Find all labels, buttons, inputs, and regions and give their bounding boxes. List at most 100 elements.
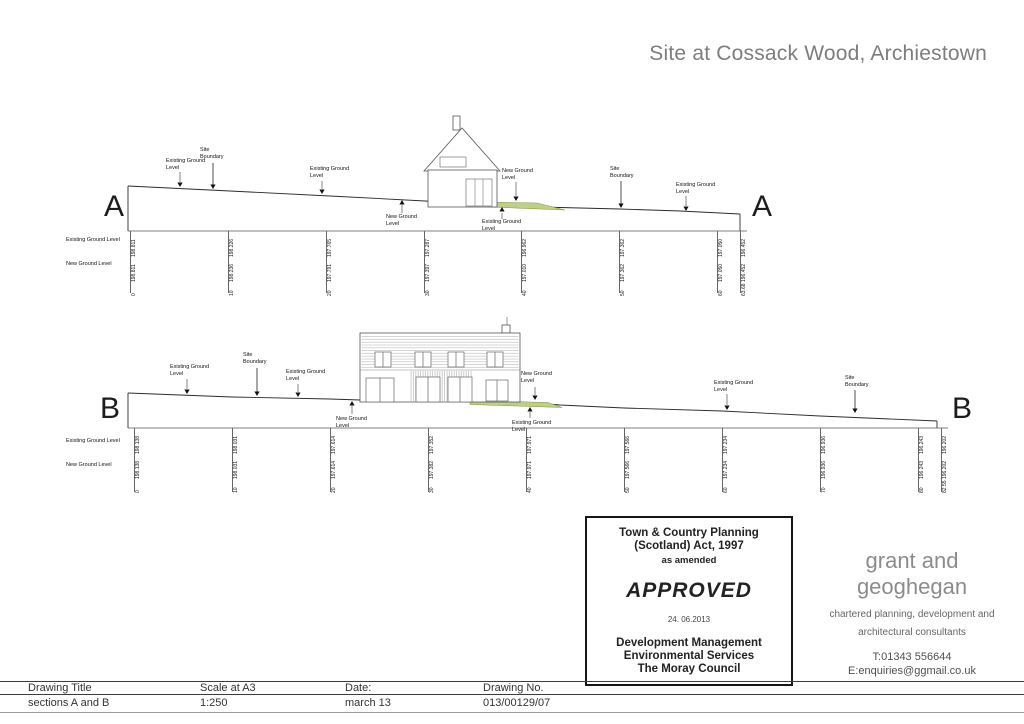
row-label-existing-ground: Existing Ground Level xyxy=(66,237,120,243)
existing-level-value: 196.202 xyxy=(942,435,948,454)
chainage-value: 40 xyxy=(522,290,528,296)
chainage-value: 30 xyxy=(429,487,435,493)
new-level-value: 198.811 xyxy=(131,264,137,282)
annotation-existing-ground: Existing Ground Level xyxy=(482,219,522,232)
section-a-letter-right: A xyxy=(752,190,773,223)
footer-bottom-rule xyxy=(0,712,1024,713)
existing-level-value: 197.614 xyxy=(331,435,337,454)
chainage-column: 197.765 197.791 20 xyxy=(326,231,334,296)
chainage-value: 20 xyxy=(331,487,337,493)
existing-level-value: 198.811 xyxy=(131,239,137,257)
stamp-approved-text: APPROVED xyxy=(626,579,752,602)
existing-level-value: 197.050 xyxy=(718,238,724,257)
firm-tagline-line1: chartered planning, development and xyxy=(829,608,995,620)
section-a-leaders xyxy=(179,172,687,219)
new-level-value: 197.397 xyxy=(425,263,431,282)
approval-stamp: Town & Country Planning (Scotland) Act, … xyxy=(585,516,793,686)
section-b-boundary-lines xyxy=(256,368,856,410)
chainage-column: 197.287 197.397 30 xyxy=(424,231,432,296)
page-title: Site at Cossack Wood, Archiestown xyxy=(649,42,987,65)
annotation-existing-ground: Existing Ground Level xyxy=(714,380,754,393)
new-level-value: 196.452 xyxy=(741,263,747,282)
new-level-value: 197.050 xyxy=(718,263,724,282)
chainage-value: 20 xyxy=(327,290,333,296)
annotation-existing-ground: Existing Ground Level xyxy=(286,369,326,382)
chainage-column: 197.352 197.382 30 xyxy=(428,428,436,493)
existing-level-value: 197.765 xyxy=(327,238,333,257)
stamp-as-amended: as amended xyxy=(661,555,717,566)
annotation-existing-ground: Existing Ground Level xyxy=(310,166,350,179)
new-level-value: 196.202 xyxy=(942,460,948,479)
new-level-value: 198.138 xyxy=(135,460,141,479)
new-level-value: 197.566 xyxy=(625,460,631,479)
chainage-value: 10 xyxy=(229,290,235,296)
chainage-value: 50 xyxy=(625,487,631,493)
existing-level-value: 198.226 xyxy=(229,238,235,257)
existing-level-value: 197.352 xyxy=(429,435,435,454)
annotation-site-boundary: Site Boundary xyxy=(610,166,634,179)
existing-level-value: 197.971 xyxy=(527,435,533,454)
existing-level-value: 196.962 xyxy=(522,238,528,257)
section-b-leaders xyxy=(186,379,728,418)
annotation-existing-ground: Existing Ground Level xyxy=(170,364,210,377)
chainage-value: 63.68 xyxy=(741,283,747,296)
new-level-value: 197.791 xyxy=(327,263,333,282)
annotation-new-ground: New Ground Level xyxy=(386,214,417,227)
footer-date-value: march 13 xyxy=(345,697,391,709)
section-b-arrows xyxy=(184,389,858,413)
row-label-new-ground: New Ground Level xyxy=(66,462,112,468)
annotation-existing-ground: Existing Ground Level xyxy=(676,182,716,195)
consultant-block: grant and geoghegan chartered planning, … xyxy=(808,548,1016,677)
house-b xyxy=(359,317,521,403)
stamp-act-line2: (Scotland) Act, 1997 xyxy=(634,540,744,552)
annotation-site-boundary: Site Boundary xyxy=(845,375,869,388)
new-level-value: 197.382 xyxy=(429,460,435,479)
annotation-site-boundary: Site Boundary xyxy=(200,147,224,160)
chainage-value: 70 xyxy=(821,487,827,493)
annotation-new-ground: New Ground Level xyxy=(521,371,552,384)
chainage-value: 80 xyxy=(919,487,925,493)
new-level-value: 196.936 xyxy=(821,460,827,479)
chainage-value: 10 xyxy=(233,487,239,493)
stamp-act-line1: Town & Country Planning xyxy=(619,527,759,539)
section-a-boundary-lines xyxy=(212,163,622,205)
firm-email: E:enquiries@ggmail.co.uk xyxy=(848,664,976,677)
annotation-new-ground: New Ground Level xyxy=(336,416,367,429)
new-level-value: 196.243 xyxy=(919,460,925,479)
stamp-dept-line1: Development Management xyxy=(616,637,762,649)
new-level-value: 197.234 xyxy=(723,460,729,479)
new-level-value: 198.031 xyxy=(233,460,239,479)
footer-mid-rule xyxy=(0,694,1024,695)
new-level-value: 198.236 xyxy=(229,263,235,282)
firm-tagline-line2: architectural consultants xyxy=(858,626,966,638)
annotation-site-boundary: Site Boundary xyxy=(243,352,267,365)
footer-scale-label: Scale at A3 xyxy=(200,682,256,694)
existing-level-value: 197.234 xyxy=(723,435,729,454)
footer-scale-value: 1:250 xyxy=(200,697,228,709)
chainage-value: 30 xyxy=(425,290,431,296)
new-level-value: 197.971 xyxy=(527,460,533,479)
footer-top-rule xyxy=(0,681,1024,682)
firm-name-line1: grant and xyxy=(865,548,959,573)
annotation-existing-ground: Existing Ground Level xyxy=(166,158,206,171)
existing-level-value: 198.138 xyxy=(135,435,141,454)
footer-drawing-no-label: Drawing No. xyxy=(483,682,544,694)
chainage-value: 50 xyxy=(620,290,626,296)
new-level-value: 197.362 xyxy=(620,263,626,282)
existing-level-value: 197.287 xyxy=(425,238,431,257)
stamp-dept-line2: Environmental Services xyxy=(623,650,755,662)
stamp-date: 24. 06.2013 xyxy=(667,615,711,624)
